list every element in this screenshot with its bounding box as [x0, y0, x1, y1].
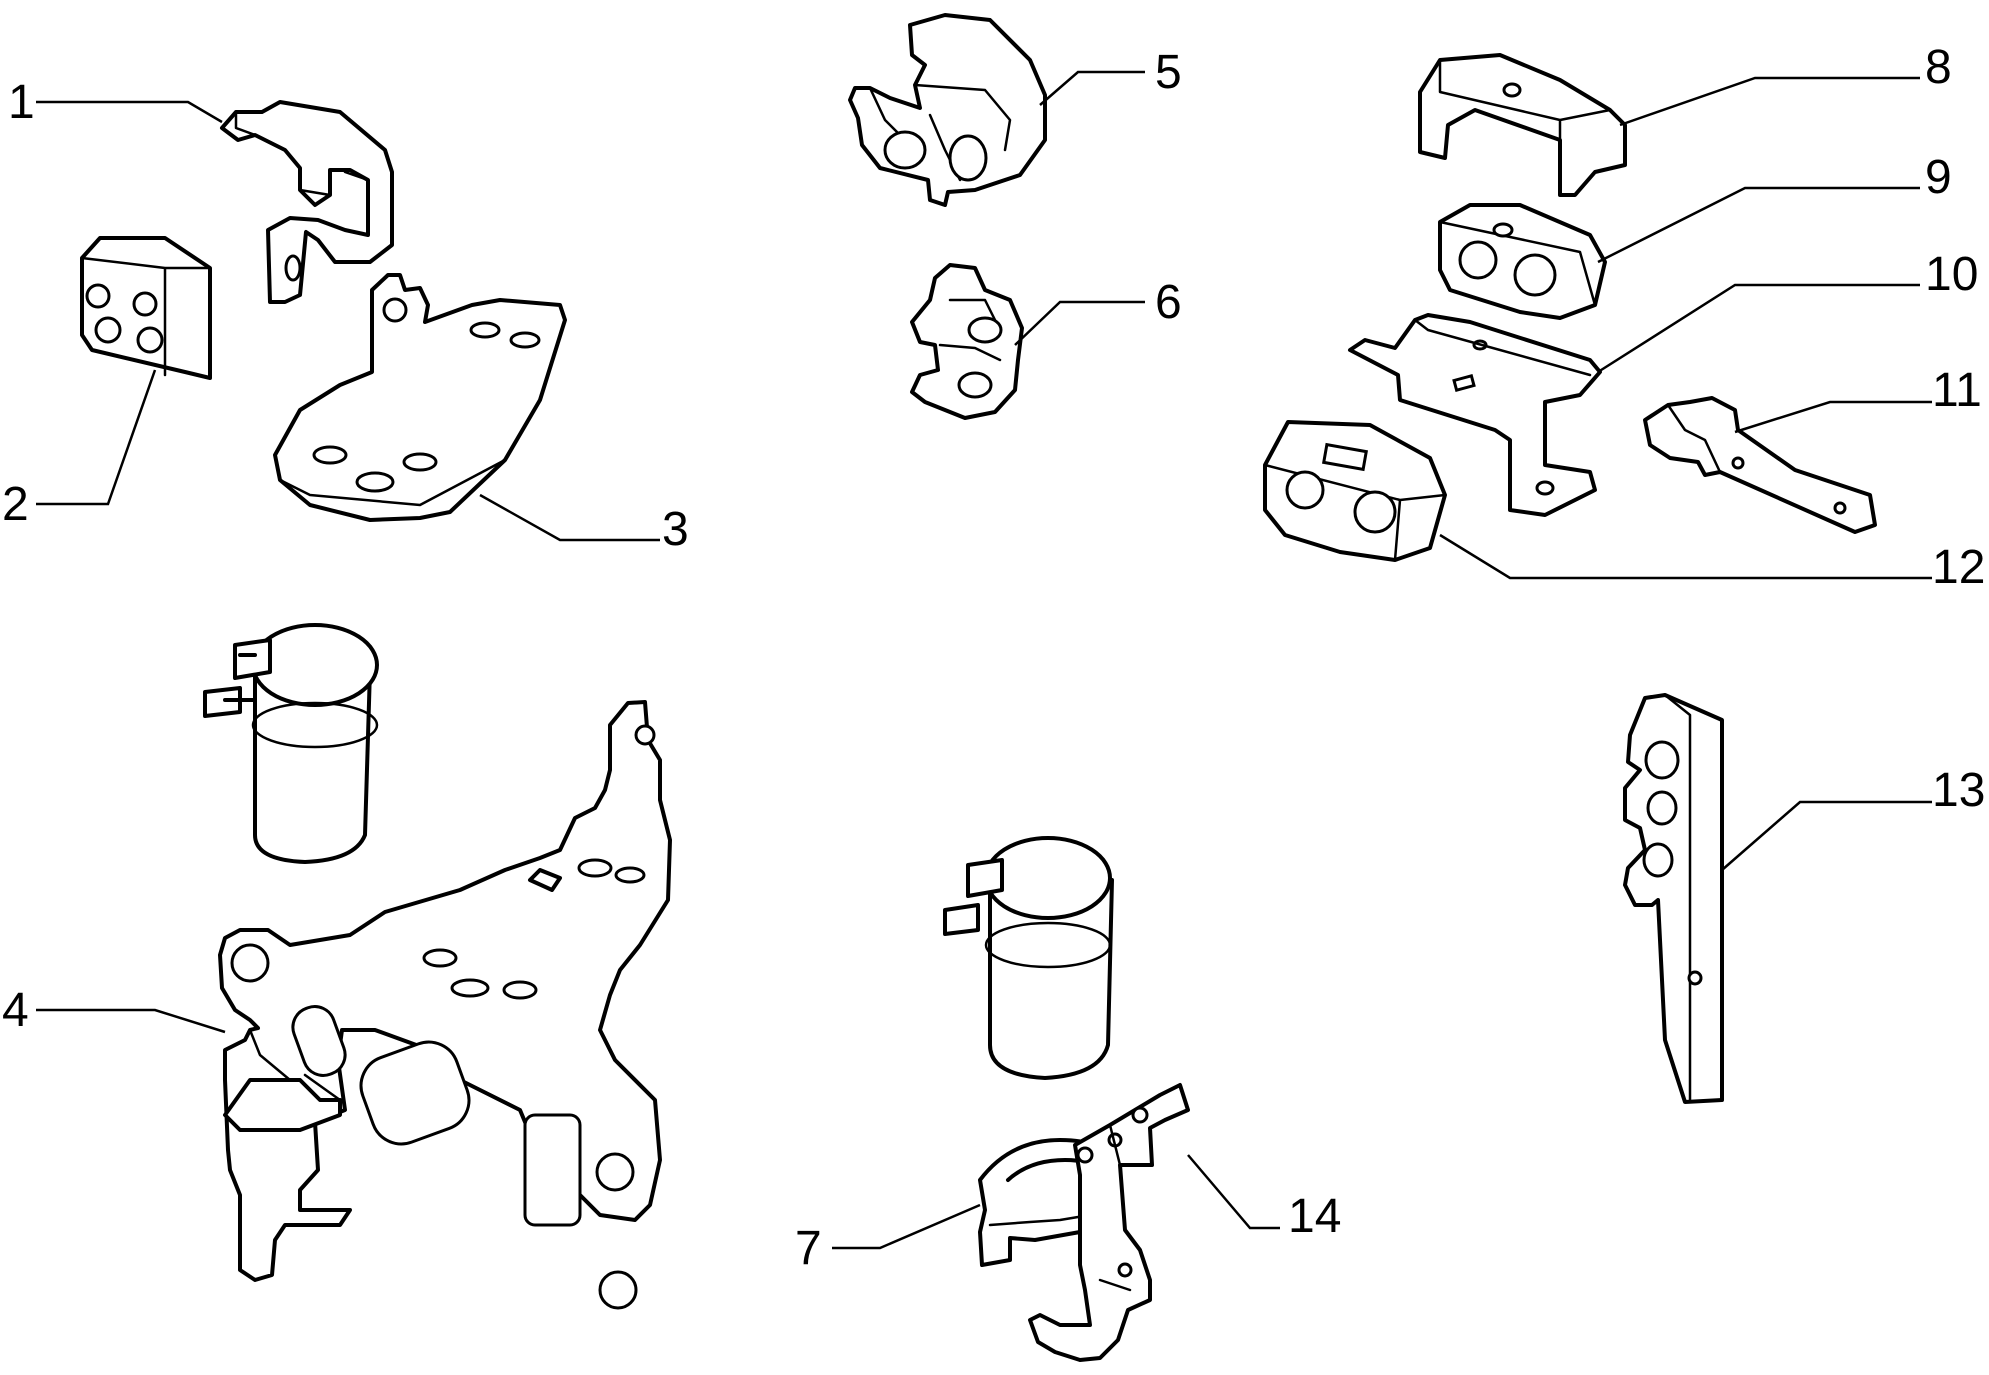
- part-5-double-clamp: [848, 13, 1047, 207]
- leader-3: [479, 493, 660, 542]
- leader-6: [1014, 300, 1145, 346]
- callout-5: 5: [1155, 46, 1182, 99]
- leader-9: [1597, 186, 1920, 264]
- part-14-clamp-bracket: [1028, 1083, 1190, 1362]
- callout-2: 2: [2, 478, 29, 531]
- part-11-small-bracket: [1643, 396, 1877, 534]
- part-6-double-clip: [910, 263, 1024, 420]
- callout-11: 11: [1932, 364, 1982, 417]
- callout-14: 14: [1288, 1190, 1341, 1243]
- callout-6: 6: [1155, 276, 1182, 329]
- leader-14: [1187, 1154, 1280, 1230]
- callout-10: 10: [1925, 248, 1978, 301]
- part-1-clamp: [220, 100, 394, 304]
- part-3-mounting-plate: [273, 273, 567, 522]
- part-9-double-block: [1438, 203, 1607, 320]
- callout-13: 13: [1932, 764, 1985, 817]
- leader-1: [36, 100, 223, 124]
- leader-7: [832, 1203, 981, 1250]
- leader-lines: [36, 70, 1932, 1250]
- part-10-bracket-plate: [1348, 313, 1602, 517]
- leader-2: [36, 369, 157, 506]
- part-13-tall-bracket: [1623, 693, 1724, 1104]
- part-8-u-cover: [1418, 53, 1627, 197]
- callout-4: 4: [2, 984, 29, 1037]
- receiver-drier-left: [203, 623, 379, 864]
- leader-11: [1734, 400, 1932, 434]
- leader-8: [1619, 76, 1920, 127]
- leader-13: [1721, 800, 1932, 871]
- leader-10: [1597, 283, 1920, 374]
- callout-8: 8: [1925, 41, 1952, 94]
- receiver-drier-center: [943, 836, 1114, 1080]
- callout-numbers: 1 2 3 4 5 6 7 8 9 10 11 12 13 14: [2, 41, 1985, 1275]
- callout-3: 3: [662, 503, 689, 556]
- part-2-rubber-block: [80, 236, 212, 380]
- leader-4: [36, 1008, 226, 1034]
- part-12-rubber-block: [1263, 420, 1447, 562]
- part-4-mounting-bracket: [218, 700, 672, 1310]
- leader-5: [1039, 70, 1145, 106]
- callout-9: 9: [1925, 151, 1952, 204]
- callout-12: 12: [1932, 541, 1985, 594]
- callout-7: 7: [795, 1222, 822, 1275]
- leader-12: [1439, 533, 1932, 580]
- callout-1: 1: [8, 76, 35, 129]
